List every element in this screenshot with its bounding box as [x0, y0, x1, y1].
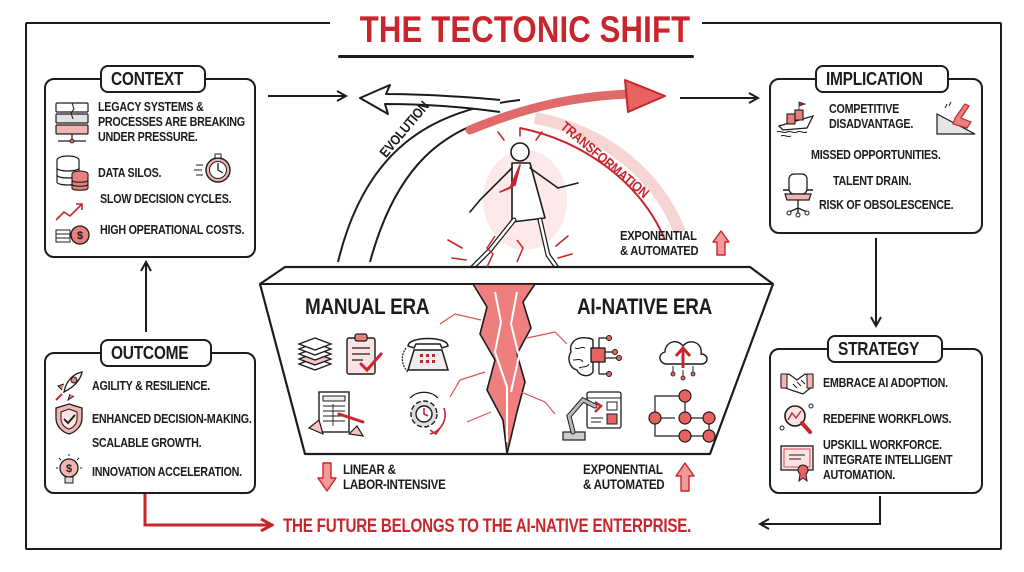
up-arrow-icon — [712, 230, 730, 256]
empty-office-chair-icon — [783, 173, 813, 218]
arrow-strategy-to-tagline — [760, 496, 881, 524]
manual-era-note-line-2: LABOR-INTENSIVE — [343, 477, 446, 492]
strategy-item-ai-adoption: EMBRACE AI ADOPTION. — [779, 370, 968, 396]
implication-panel: IMPLICATION COMPETITIVE DISADVANTAGE. MI… — [769, 65, 983, 234]
rising-cost-coins-icon: $ — [55, 203, 90, 245]
svg-text:$: $ — [66, 463, 72, 475]
workflow-nodes-icon — [647, 388, 717, 444]
transformation-note-line-2: & AUTOMATED — [620, 243, 699, 258]
crack — [439, 235, 568, 455]
context-panel-label: CONTEXT — [100, 65, 206, 93]
handshake-icon — [780, 373, 814, 395]
manual-era-note-line-1: LINEAR & — [343, 462, 396, 477]
rotary-phone-icon — [400, 332, 456, 376]
outcome-item-innovation: $ INNOVATION ACCELERATION. — [54, 454, 266, 490]
database-stack-icon — [56, 155, 89, 191]
manual-era-note: LINEAR & LABOR-INTENSIVE — [317, 462, 462, 492]
ai-native-era-title: AI-NATIVE ERA — [577, 294, 713, 319]
outcome-item-decision: ENHANCED DECISION-MAKING. — [54, 402, 278, 436]
server-rack-broken-icon — [55, 101, 89, 143]
gear-cycle-icon — [400, 390, 448, 438]
context-item-slow-decisions: SLOW DECISION CYCLES. — [100, 192, 232, 206]
arrow-outcome-to-tagline — [143, 494, 272, 525]
transformation-note: EXPONENTIAL & AUTOMATED — [620, 228, 730, 258]
outcome-panel-label: OUTCOME — [100, 339, 212, 367]
stopwatch-icon — [194, 153, 231, 183]
clipboard-check-icon — [343, 332, 383, 376]
magnifier-chart-icon — [779, 403, 814, 434]
sinking-ship-icon — [776, 101, 815, 138]
ai-native-era-note: EXPONENTIAL & AUTOMATED — [583, 462, 695, 492]
page-title: THE TECTONIC SHIFT — [359, 9, 691, 50]
rocket-icon — [55, 371, 83, 402]
up-arrow-icon — [675, 462, 695, 492]
outcome-panel: OUTCOME AGILITY & RESILIENCE. ENHANCED D… — [44, 339, 256, 494]
down-arrow-icon — [317, 462, 337, 492]
svg-text:$: $ — [77, 230, 83, 242]
manual-era-title: MANUAL ERA — [305, 294, 430, 319]
context-panel: CONTEXT LEGACY SYSTEMS & PROCESSES ARE B… — [44, 65, 256, 258]
implication-item-missed: MISSED OPPORTUNITIES. — [811, 148, 941, 162]
transformation-note-line-1: EXPONENTIAL — [620, 228, 697, 243]
context-item-high-costs: $ HIGH OPERATIONAL COSTS. — [54, 202, 268, 246]
strategy-panel-label: STRATEGY — [827, 335, 944, 363]
era-block-shape — [258, 235, 775, 456]
outcome-item-growth: SCALABLE GROWTH. — [92, 436, 202, 450]
robot-arm-dashboard-icon — [555, 388, 625, 444]
implication-panel-label: IMPLICATION — [815, 65, 950, 93]
title-block: THE TECTONIC SHIFT — [330, 8, 702, 58]
handwritten-form-icon — [305, 390, 369, 438]
implication-item-obsolescence: RISK OF OBSOLESCENCE. — [819, 198, 954, 212]
falling-chair-slope-icon — [936, 101, 976, 135]
title-underline — [338, 55, 694, 58]
ai-native-era-note-line-2: & AUTOMATED — [583, 477, 665, 492]
shield-check-icon — [55, 403, 83, 435]
transformation-arc — [465, 79, 686, 241]
strategy-panel: STRATEGY EMBRACE AI ADOPTION. REDEFINE W… — [769, 335, 983, 494]
context-item-data-silos: DATA SILOS. — [54, 154, 172, 192]
era-comparison-block: MANUAL ERA — [255, 235, 775, 492]
certificate-icon — [780, 445, 814, 483]
cloud-upload-icon — [655, 332, 711, 381]
strategy-item-workflows: REDEFINE WORKFLOWS. — [779, 402, 972, 436]
ai-native-era-note-line-1: EXPONENTIAL — [583, 462, 663, 477]
ai-brain-chip-icon — [565, 330, 623, 382]
implication-item-competitive: COMPETITIVE DISADVANTAGE. — [829, 102, 914, 131]
paper-stack-icon — [295, 334, 335, 374]
lightbulb-dollar-icon: $ — [56, 454, 82, 484]
tagline: THE FUTURE BELONGS TO THE AI-NATIVE ENTE… — [283, 516, 692, 537]
strategy-item-upskill: UPSKILL WORKFORCE. INTEGRATE INTELLIGENT… — [779, 438, 973, 484]
outcome-item-agility: AGILITY & RESILIENCE. — [54, 370, 229, 402]
implication-item-talent: TALENT DRAIN. — [833, 174, 912, 188]
context-item-legacy: LEGACY SYSTEMS & PROCESSES ARE BREAKING … — [54, 100, 269, 145]
businessman-figure — [447, 127, 579, 278]
